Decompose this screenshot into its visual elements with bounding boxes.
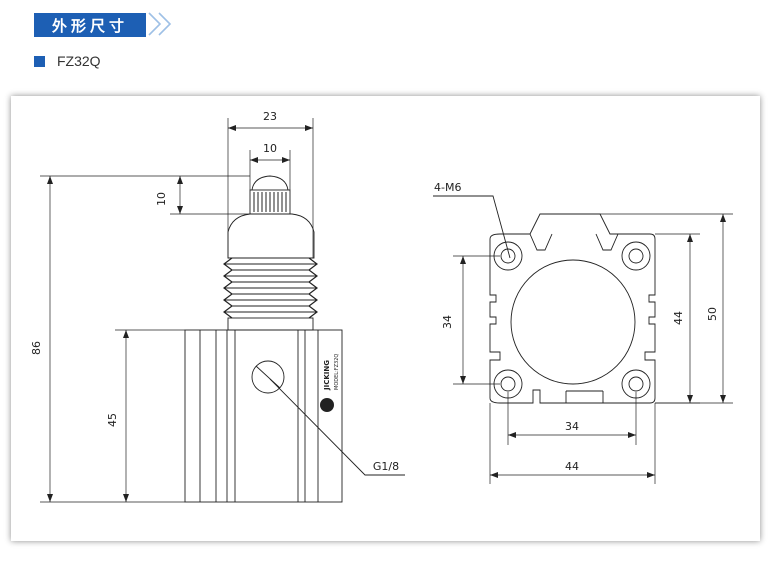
section-title: 外形尺寸	[34, 13, 146, 37]
dim-body-height-44: 44	[672, 311, 685, 325]
dim-body-height: 45	[106, 413, 119, 427]
bore-circle	[510, 259, 636, 385]
body-block	[184, 329, 343, 503]
square-bullet-icon	[34, 55, 45, 67]
model-mark: MODEL:FZ32Q	[334, 354, 340, 390]
knob	[249, 189, 291, 215]
technical-drawing: JICKING MODEL:FZ32Q 23 10 10 86 45 G1/8	[30, 110, 733, 503]
dim-hole-spacing-h: 34	[565, 420, 579, 433]
dim-top-width: 23	[263, 110, 277, 123]
dim-hole-spacing-v: 34	[441, 315, 454, 329]
hole-tr	[621, 241, 651, 271]
hole-leader	[433, 195, 511, 259]
hole-callout: 4-M6	[434, 181, 461, 194]
dome-cap	[227, 213, 315, 259]
dim-knob-height: 10	[155, 192, 168, 206]
model-label: FZ32Q	[57, 53, 101, 69]
dim-total-height: 86	[30, 341, 43, 355]
dim-knob-width: 10	[263, 142, 277, 155]
drawing-panel: JICKING MODEL:FZ32Q 23 10 10 86 45 G1/8	[11, 96, 760, 541]
chevrons-right-icon	[148, 12, 172, 36]
port-circle	[251, 360, 285, 394]
end-profile	[489, 213, 656, 404]
brand-text: JICKING	[323, 360, 331, 391]
dim-body-width: 44	[565, 460, 579, 473]
port-callout: G1/8	[373, 460, 399, 473]
brand-logo-icon	[320, 398, 334, 412]
dim-overall-height: 50	[706, 307, 719, 321]
model-heading: FZ32Q	[34, 53, 101, 69]
port-leader	[269, 378, 405, 476]
